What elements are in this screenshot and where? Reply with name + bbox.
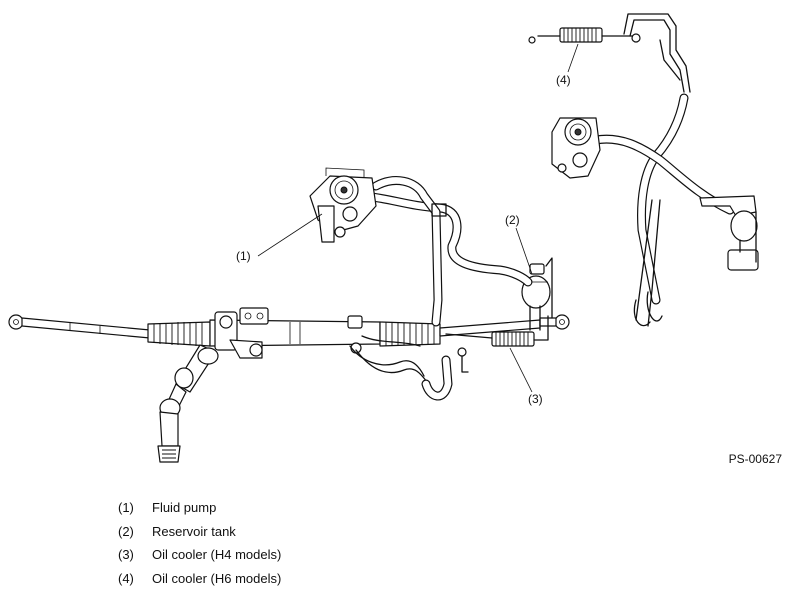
h6-power-steering-assembly [528, 13, 759, 327]
h6-pipe-lines [591, 13, 735, 327]
callout-4: (4) [556, 43, 579, 87]
legend-item: (4) Oil cooler (H6 models) [118, 571, 281, 595]
oil-cooler-h4 [445, 315, 549, 373]
callout-4-label: (4) [556, 73, 571, 87]
figure-code: PS-00627 [728, 452, 782, 466]
parts-legend: (1) Fluid pump (2) Reservoir tank (3) Oi… [118, 500, 281, 594]
legend-number: (1) [118, 500, 134, 515]
callout-1: (1) [236, 213, 323, 263]
fluid-pump [309, 167, 377, 243]
gearbox-pipes [349, 335, 431, 387]
callout-2: (2) [505, 213, 533, 275]
legend-number: (3) [118, 547, 134, 562]
legend-label: Oil cooler (H4 models) [152, 547, 282, 562]
callout-3: (3) [509, 347, 543, 406]
h6-reservoir-tank [699, 195, 759, 271]
callout-2-label: (2) [505, 213, 520, 227]
legend-item: (1) Fluid pump [118, 500, 281, 524]
h6-fluid-pump [551, 117, 601, 179]
legend-item: (2) Reservoir tank [118, 524, 281, 548]
return-hose [421, 355, 453, 401]
legend-label: Fluid pump [152, 500, 217, 515]
legend-number: (2) [118, 523, 134, 539]
h4-power-steering-assembly [8, 167, 570, 463]
left-tie-rod [8, 314, 151, 339]
oil-cooler-h6 [528, 27, 641, 44]
legend-item: (3) Oil cooler (H4 models) [118, 547, 281, 571]
pump-hoses [343, 176, 533, 327]
callout-1-label: (1) [236, 249, 251, 263]
legend-label: Reservoir tank [152, 523, 236, 539]
left-rack-boot [147, 321, 211, 347]
steering-gearbox [209, 307, 381, 359]
legend-label: Oil cooler (H6 models) [152, 570, 282, 586]
power-steering-system-diagram: (1) (2) (3) (4) [8, 13, 759, 463]
right-rack-boot [379, 321, 441, 347]
callout-3-label: (3) [528, 392, 543, 406]
steering-column-shaft [157, 344, 219, 463]
legend-number: (4) [118, 570, 134, 586]
